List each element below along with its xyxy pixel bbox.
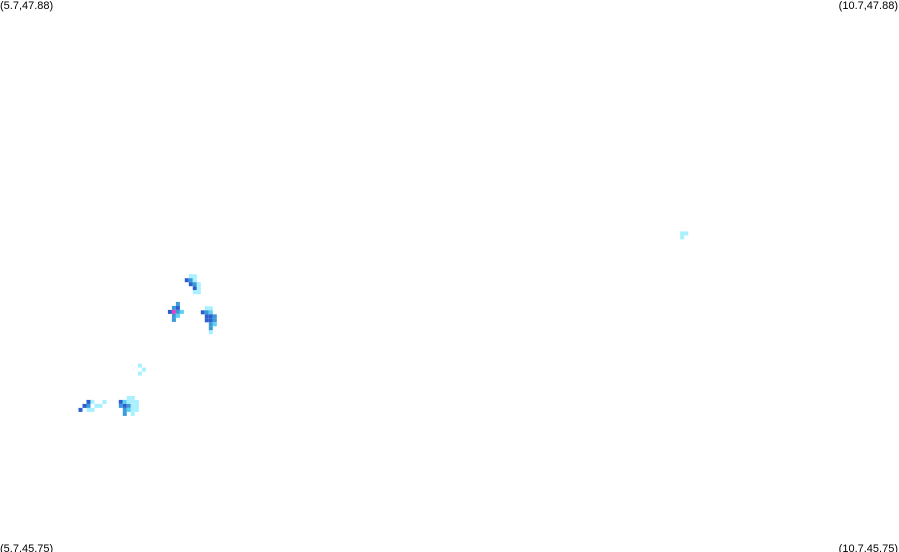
density-cell-light	[134, 399, 139, 404]
density-cell-light	[196, 282, 201, 287]
density-cell-dark	[118, 399, 123, 404]
density-cell-light	[137, 371, 142, 376]
density-cell-light	[192, 278, 197, 283]
density-cell-mid	[208, 326, 213, 331]
density-cell-mid	[204, 310, 209, 315]
cluster-east	[200, 306, 217, 335]
density-cell-cyan	[122, 399, 127, 404]
density-cell-light	[126, 399, 131, 404]
density-cell-light	[130, 407, 135, 412]
density-cell-dark	[204, 314, 209, 319]
corner-label-bottom-left: (5.7,45.75)	[0, 543, 54, 552]
density-cell-light	[126, 395, 131, 400]
density-cell-light	[188, 274, 193, 279]
density-cell-dark	[175, 305, 180, 310]
density-cell-mid	[208, 322, 213, 327]
density-cell-dark	[86, 399, 91, 404]
density-cell-light	[192, 290, 197, 295]
cluster-north	[184, 274, 201, 295]
density-cell-mid	[171, 317, 176, 322]
density-cell-mid	[192, 282, 197, 287]
density-cell-mid	[122, 411, 127, 416]
density-cell-light	[130, 403, 135, 408]
density-cell-light	[192, 274, 197, 279]
density-cell-light	[98, 403, 103, 408]
cluster-south	[118, 395, 139, 416]
density-cell-dark	[78, 407, 83, 412]
density-cell-dark	[208, 318, 213, 323]
density-cell-peak	[171, 309, 176, 314]
density-cell-mid	[175, 301, 180, 306]
cluster-peak	[167, 301, 184, 322]
density-cell-mid	[188, 278, 193, 283]
density-cell-dark	[204, 318, 209, 323]
density-cell-dark	[188, 282, 193, 287]
density-cell-light	[130, 399, 135, 404]
density-cell-light	[94, 403, 99, 408]
density-cell-light	[196, 286, 201, 291]
cluster-small-north	[137, 363, 146, 376]
density-cell-cyan	[175, 313, 180, 318]
density-cell-light	[196, 290, 201, 295]
density-cell-light	[684, 231, 689, 236]
density-cell-mid	[118, 403, 123, 408]
far-east-spot	[680, 231, 689, 240]
density-cell-light	[134, 407, 139, 412]
cluster-southwest	[78, 399, 107, 412]
density-cell-cyan	[126, 407, 131, 412]
density-cell-light	[90, 407, 95, 412]
density-cell-dark	[208, 314, 213, 319]
corner-label-bottom-right: (10.7,45.75)	[838, 543, 898, 552]
density-cell-light	[102, 399, 107, 404]
density-cell-mid	[212, 314, 217, 319]
corner-label-top-left: (5.7,47.88)	[0, 0, 54, 12]
density-cell-light	[141, 367, 146, 372]
density-cell-mid	[86, 403, 91, 408]
density-cell-light	[86, 407, 91, 412]
density-cell-cyan	[208, 310, 213, 315]
density-cell-dark	[192, 286, 197, 291]
density-cell-light	[208, 306, 213, 311]
density-cell-light	[208, 330, 213, 335]
density-cell-dark	[200, 310, 205, 315]
density-cell-mid	[212, 318, 217, 323]
density-cell-light	[204, 306, 209, 311]
density-cell-dark	[167, 309, 172, 314]
density-cell-cyan	[179, 309, 184, 314]
density-cell-light	[134, 403, 139, 408]
density-cell-mid	[175, 309, 180, 314]
corner-label-top-right: (10.7,47.88)	[838, 0, 898, 12]
density-cell-light	[137, 363, 142, 368]
density-cell-mid	[171, 305, 176, 310]
density-cell-light	[680, 235, 685, 240]
density-cell-dark	[122, 403, 127, 408]
density-cell-mid	[126, 403, 131, 408]
density-cell-mid	[122, 407, 127, 412]
density-cell-light	[130, 395, 135, 400]
density-cell-mid	[171, 313, 176, 318]
density-cell-light	[90, 399, 95, 404]
density-cell-dark	[184, 278, 189, 283]
density-cell-dark	[82, 403, 87, 408]
density-cell-light	[130, 411, 135, 416]
density-cell-cyan	[212, 322, 217, 327]
density-cell-light	[680, 231, 685, 236]
